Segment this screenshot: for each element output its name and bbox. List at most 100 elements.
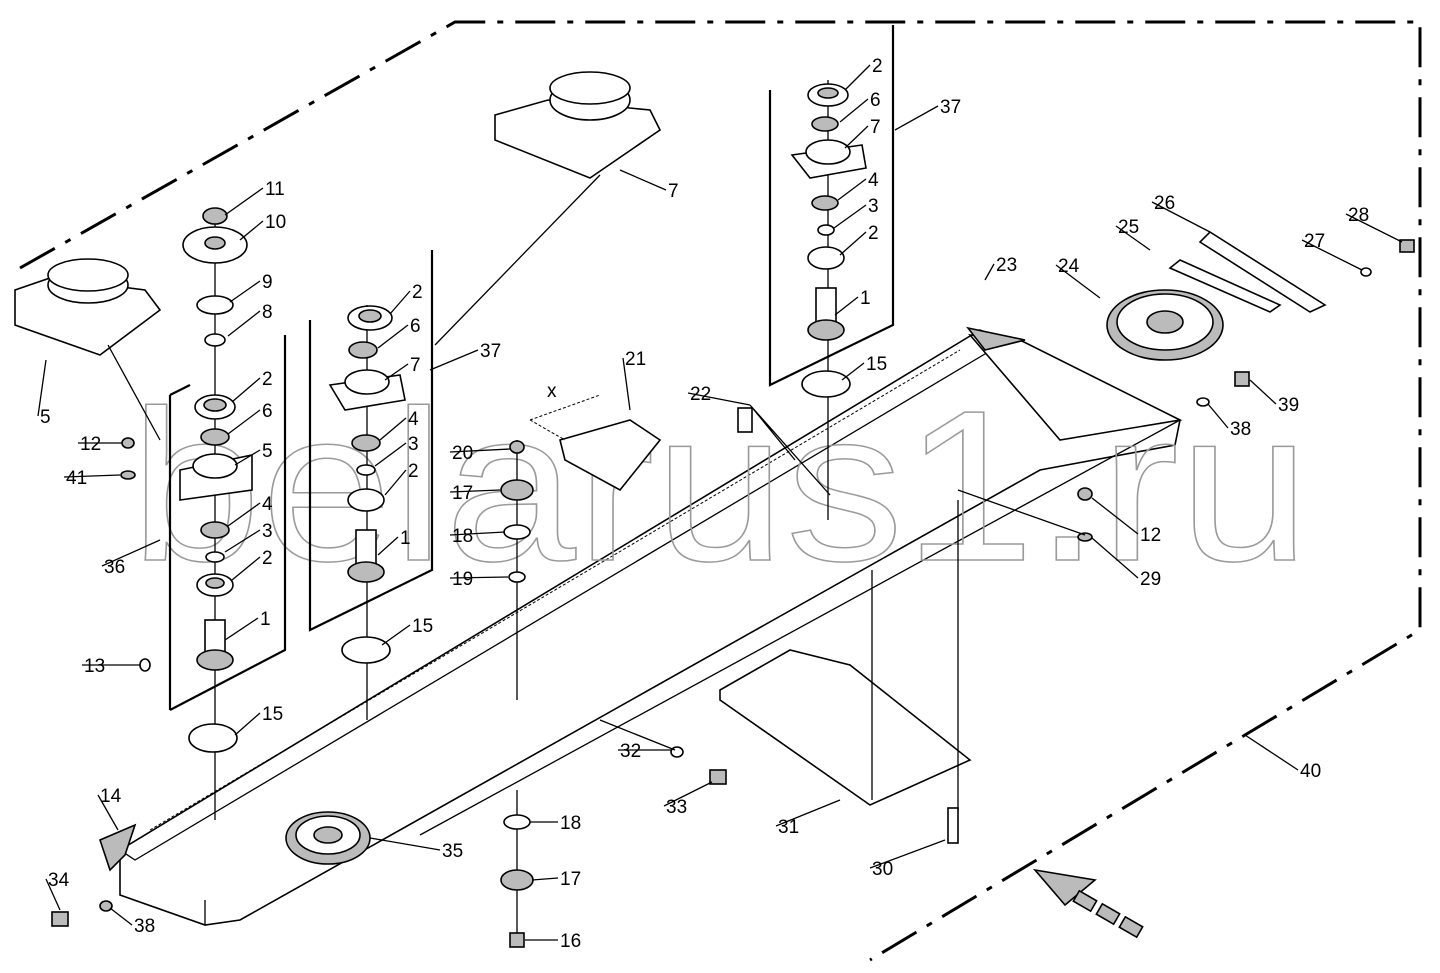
leader-line <box>227 409 261 435</box>
middle-shaft-assembly <box>328 305 406 720</box>
leader-line <box>1244 734 1299 771</box>
part-number-label: 3 <box>262 521 273 542</box>
leader-line <box>224 187 264 216</box>
skid-14 <box>99 823 137 872</box>
part-number-label: 4 <box>868 170 879 191</box>
leader-line <box>775 799 841 827</box>
part-22 <box>737 407 753 433</box>
part-number-label: 1 <box>860 288 871 309</box>
leader-line <box>234 712 261 736</box>
part-number-label: 3 <box>408 434 419 455</box>
part-number-label: 19 <box>452 569 473 590</box>
leader-line <box>239 220 264 241</box>
part-number-label: 10 <box>265 212 286 233</box>
part-number-label: 2 <box>872 56 883 77</box>
part-number-label: 8 <box>262 302 273 323</box>
part-number-label: 39 <box>1278 395 1299 416</box>
leader-line <box>622 357 631 411</box>
leader-line <box>531 877 559 881</box>
part-number-label: 2 <box>868 223 879 244</box>
leader-line <box>377 324 409 349</box>
bearing-housing-7 <box>494 71 662 179</box>
leader-line <box>1055 264 1101 299</box>
part-number-label: 30 <box>872 859 893 880</box>
leader-line <box>834 296 859 316</box>
leader-line <box>894 105 939 131</box>
leader-line <box>101 539 161 567</box>
leader-line <box>1151 201 1211 233</box>
dimension-x-label: x <box>547 381 557 402</box>
cover-plate-31 <box>719 649 972 806</box>
part-number-label: 26 <box>1154 193 1175 214</box>
cutter-bar <box>119 329 1183 926</box>
leader-line <box>45 878 61 911</box>
part-number-label: 5 <box>262 441 273 462</box>
gear-35 <box>285 811 371 865</box>
leader-line <box>63 474 121 478</box>
leader-line <box>839 231 867 256</box>
left-shaft-assembly <box>120 207 253 820</box>
part-number-label: 20 <box>452 443 473 464</box>
leader-line <box>663 781 713 807</box>
part-number-label: 36 <box>104 557 125 578</box>
leader-line <box>449 448 511 453</box>
part-number-label: 6 <box>410 316 421 337</box>
leader-line <box>1301 239 1363 271</box>
part-number-label: 32 <box>620 741 641 762</box>
part-number-label: 14 <box>100 786 122 807</box>
leader-line <box>844 125 869 149</box>
arrow-23 <box>966 326 1026 351</box>
part-number-label: 12 <box>1140 525 1161 546</box>
part-number-label: 24 <box>1058 256 1080 277</box>
part-number-label: 18 <box>560 813 581 834</box>
leader-line <box>369 837 441 851</box>
strip-25-26 <box>1168 230 1327 313</box>
part-number-label: 4 <box>408 409 419 430</box>
assembly-frame-37-right <box>768 25 895 387</box>
part-number-label: 2 <box>262 369 273 390</box>
leader-line <box>109 907 133 926</box>
leader-line <box>449 489 501 493</box>
part-number-label: 40 <box>1300 761 1321 782</box>
leader-line <box>837 178 867 201</box>
part-number-label: 37 <box>940 97 961 118</box>
leader-line <box>224 529 261 553</box>
skid-part-21 <box>529 394 662 492</box>
leader-line <box>384 363 409 381</box>
part-number-label: 6 <box>870 90 881 111</box>
part-number-label: 2 <box>262 548 273 569</box>
part-number-label: 21 <box>625 349 646 370</box>
leader-line <box>234 449 261 466</box>
leader-line <box>379 417 407 441</box>
leader-line <box>833 204 867 229</box>
small-fasteners <box>51 239 1415 927</box>
leader-line <box>1091 497 1139 535</box>
leader-line <box>841 362 865 381</box>
part-number-label: 7 <box>870 117 881 138</box>
part-number-label: 16 <box>560 931 581 952</box>
part-number-label: 13 <box>84 656 105 677</box>
leader-line <box>377 536 399 556</box>
leader-line <box>1091 537 1139 579</box>
leader-line <box>1345 213 1403 243</box>
leader-line <box>869 839 946 869</box>
part-number-label: 2 <box>412 282 423 303</box>
leader-line <box>227 502 261 527</box>
part-number-label: 4 <box>262 494 273 515</box>
leader-line <box>97 794 119 831</box>
leader-line <box>429 349 479 371</box>
assembly-boundary <box>19 20 1422 962</box>
leader-line <box>449 531 506 536</box>
part-number-label: 11 <box>265 179 285 200</box>
part-number-label: 31 <box>778 817 799 838</box>
leader-line <box>844 64 871 91</box>
part-number-label: 15 <box>262 704 283 725</box>
part-number-label: 9 <box>262 272 273 293</box>
part-number-label: 1 <box>400 528 411 549</box>
part-number-label: 41 <box>66 468 87 489</box>
part-number-label: 7 <box>668 181 679 202</box>
leader-line <box>1207 403 1229 429</box>
part-number-label: 38 <box>1230 419 1251 440</box>
leader-line <box>389 290 411 315</box>
part-number-label: 25 <box>1118 217 1139 238</box>
